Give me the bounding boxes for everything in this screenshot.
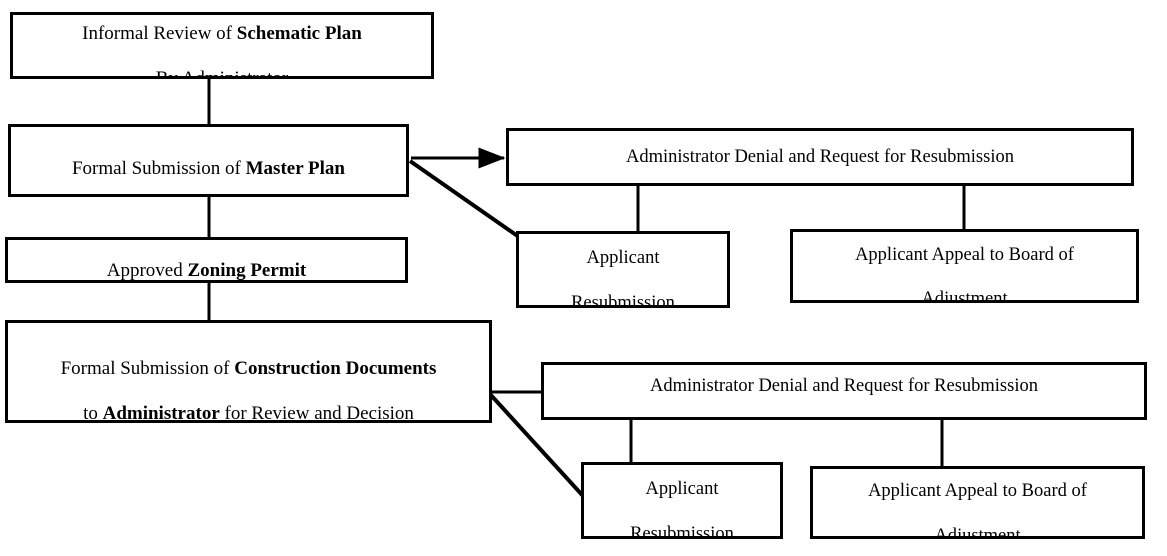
node-construction-documents-denial-text: Administrator Denial and Request for Res…	[650, 376, 1038, 396]
node-construction-documents-applicant-appeal-text: Applicant Appeal to Board of Adjustment	[813, 469, 1142, 539]
node-master-plan-submission-line1-bold: Master Plan	[245, 157, 346, 179]
node-master-plan-denial-text: Administrator Denial and Request for Res…	[626, 146, 1014, 167]
node-construction-documents-denial[interactable]: Administrator Denial and Request for Res…	[541, 362, 1147, 420]
node-informal-review-text: Informal Review of Schematic Plan By Adm…	[13, 15, 431, 79]
node-zoning-permit-text: Approved Zoning Permit	[8, 240, 405, 281]
connector-construction-documents-to-resubmission	[487, 391, 586, 499]
node-construction-documents-submission-line1-plain: Formal Submission of	[60, 357, 235, 379]
connector-master-plan-to-resubmission	[408, 159, 521, 239]
node-zoning-permit-line1-plain: Approved	[106, 260, 188, 281]
node-construction-documents-applicant-appeal-line1: Applicant Appeal to Board of	[868, 481, 1087, 502]
node-master-plan-denial[interactable]: Administrator Denial and Request for Res…	[506, 128, 1134, 186]
node-informal-review-line1-plain: Informal Review of	[82, 22, 237, 44]
node-construction-documents-applicant-appeal-line2: Adjustment	[934, 525, 1021, 539]
node-construction-documents-applicant-resubmission[interactable]: Applicant Resubmission	[581, 462, 783, 539]
node-master-plan-applicant-appeal-line1: Applicant Appeal to Board of	[855, 244, 1074, 265]
node-informal-review[interactable]: Informal Review of Schematic Plan By Adm…	[10, 12, 434, 79]
node-master-plan-applicant-appeal[interactable]: Applicant Appeal to Board of Adjustment	[790, 229, 1139, 303]
node-construction-documents-applicant-resubmission-line2: Resubmission	[630, 523, 734, 539]
node-informal-review-line2: By Administrator	[155, 68, 289, 79]
node-construction-documents-submission[interactable]: Formal Submission of Construction Docume…	[5, 320, 492, 423]
node-master-plan-submission-text: Formal Submission of Master Plan to Admi…	[11, 127, 406, 194]
node-zoning-permit[interactable]: Approved Zoning Permit	[5, 237, 408, 283]
node-master-plan-applicant-resubmission-line1: Applicant	[586, 248, 660, 269]
node-master-plan-submission[interactable]: Formal Submission of Master Plan to Admi…	[8, 124, 409, 197]
node-informal-review-line1-bold: Schematic Plan	[236, 22, 362, 44]
node-zoning-permit-line1-bold: Zoning Permit	[187, 260, 307, 281]
node-master-plan-applicant-appeal-text: Applicant Appeal to Board of Adjustment	[793, 232, 1136, 303]
node-construction-documents-submission-line1-bold: Construction Documents	[234, 357, 437, 379]
node-construction-documents-submission-line2-bold: Administrator	[102, 403, 220, 423]
node-master-plan-applicant-resubmission-line2: Resubmission	[571, 292, 675, 308]
node-master-plan-submission-line1-plain: Formal Submission of	[71, 157, 246, 179]
node-master-plan-applicant-resubmission[interactable]: Applicant Resubmission	[516, 231, 730, 308]
node-construction-documents-submission-line2-pre: to	[83, 403, 103, 423]
node-construction-documents-submission-text: Formal Submission of Construction Docume…	[8, 323, 489, 423]
node-construction-documents-applicant-appeal[interactable]: Applicant Appeal to Board of Adjustment	[810, 466, 1145, 539]
node-construction-documents-applicant-resubmission-text: Applicant Resubmission	[584, 465, 780, 539]
node-construction-documents-applicant-resubmission-line1: Applicant	[645, 479, 719, 500]
node-master-plan-applicant-appeal-line2: Adjustment	[921, 289, 1008, 303]
node-master-plan-applicant-resubmission-text: Applicant Resubmission	[519, 234, 727, 308]
node-construction-documents-submission-line2-post: for Review and Decision	[219, 403, 414, 423]
